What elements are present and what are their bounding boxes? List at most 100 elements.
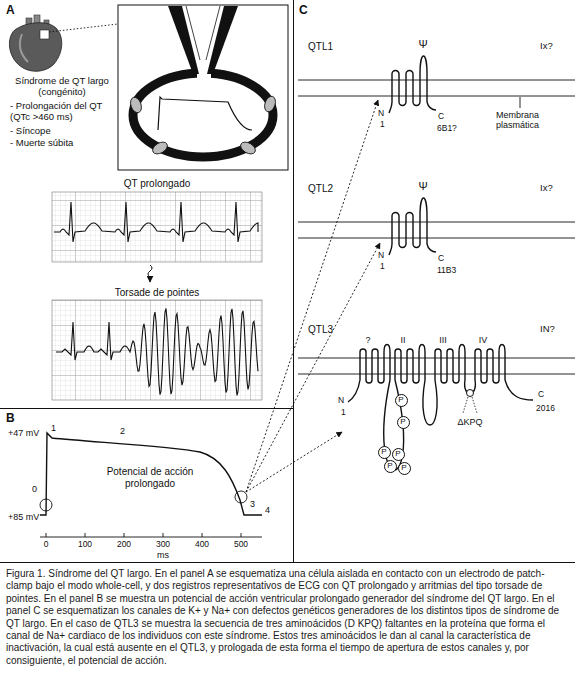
phase-number: 2 — [120, 426, 125, 436]
axis-value: 500 — [234, 540, 248, 550]
drawing-part — [40, 537, 262, 538]
axis-tick — [241, 533, 242, 537]
axis-tick — [46, 533, 47, 537]
transmembrane-segments — [392, 56, 427, 106]
ecg-title: Torsade de pointes — [115, 287, 200, 299]
membrane-line — [298, 80, 575, 81]
terminus-label: C — [438, 112, 444, 122]
gene-label: 11B3 — [437, 266, 456, 276]
drawing-part — [246, 432, 342, 492]
residue-number: 1 — [380, 262, 385, 272]
drawing-part — [263, 95, 278, 113]
drawing-part — [168, 6, 199, 74]
membrane-line — [298, 222, 575, 223]
terminus-label: N — [378, 109, 384, 119]
axis-value: 100 — [78, 540, 92, 550]
drawing-part — [158, 97, 252, 130]
drawing-part — [40, 499, 52, 511]
drawing-part — [239, 140, 258, 157]
phosphorylation-site: P — [395, 394, 408, 407]
drawing-part — [118, 5, 288, 170]
heart-icon — [9, 15, 61, 71]
phosphorylation-site: P — [398, 462, 411, 475]
axis-tick — [202, 533, 203, 537]
pore-symbol: Ψ — [418, 180, 427, 193]
residue-number: 1 — [341, 408, 346, 418]
transmembrane-segments — [475, 345, 505, 384]
drawing-part — [46, 533, 241, 537]
channel-name: QTL1 — [308, 41, 333, 53]
drawing-part — [389, 244, 392, 255]
voltage-label: +47 mV — [8, 428, 39, 438]
current-label: Ix? — [540, 41, 553, 52]
wavy-arrow — [148, 265, 152, 282]
current-label: IN? — [540, 324, 555, 335]
phospho-label: P — [381, 448, 386, 456]
drawing-part — [389, 102, 392, 113]
pore-symbol: Ψ — [418, 38, 427, 51]
symptom-item: - Síncope — [10, 126, 51, 137]
phosphorylation-site: P — [378, 446, 391, 459]
channel-name: QTL3 — [308, 324, 333, 336]
drawing-part — [427, 102, 436, 110]
ecg-traces — [54, 202, 258, 395]
axis-value: 200 — [117, 540, 131, 550]
curve-label: Potencial de acción prolongado — [98, 466, 202, 489]
ecg-grid — [52, 192, 262, 262]
drawing-part — [40, 30, 49, 39]
plasma-membrane — [298, 80, 575, 374]
action-potential — [40, 433, 262, 537]
panel-letter: A — [6, 3, 15, 17]
drawing-part — [129, 96, 144, 114]
leader-line — [520, 97, 521, 108]
panel-frame: CPPPPPP — [293, 0, 575, 563]
symptom-item: - Muerte súbita — [10, 138, 73, 149]
terminus-label: C — [538, 390, 544, 400]
ecg-grid — [52, 300, 262, 400]
membrane-line — [298, 374, 575, 375]
panel-frame: A — [0, 0, 294, 409]
membrane-line — [298, 238, 575, 239]
membrane-line — [298, 96, 575, 97]
transmembrane-segments — [435, 345, 465, 384]
axis-value: 400 — [195, 540, 209, 550]
voltage-label: +85 mV — [8, 512, 39, 522]
terminus-label: C — [438, 254, 444, 264]
panel-letter: B — [6, 411, 15, 425]
axis-value: 300 — [156, 540, 170, 550]
domain-label: IV — [479, 335, 488, 345]
drawing-part — [40, 433, 262, 515]
domain-label: III — [439, 335, 447, 345]
residue-number: 2016 — [536, 404, 555, 414]
axis-tick — [163, 533, 164, 537]
membrane-line — [298, 358, 575, 359]
leader-line — [463, 397, 468, 413]
ecg-title: QT prolongado — [124, 178, 191, 190]
phase-number: 0 — [32, 484, 37, 494]
phospho-label: P — [401, 464, 406, 472]
drawing-part — [348, 380, 360, 402]
phosphorylation-site: P — [392, 448, 405, 461]
drawing-part — [20, 34, 28, 62]
transmembrane-segments — [395, 345, 425, 384]
drawing-part — [207, 6, 238, 74]
leader-line — [49, 24, 118, 32]
drawing-part — [427, 244, 436, 252]
membrane-label: Membrana plasmática — [496, 110, 568, 131]
phospho-label: P — [387, 462, 392, 470]
phospho-label: P — [395, 450, 400, 458]
current-label: Ix? — [540, 183, 553, 194]
transmembrane-segments — [360, 345, 390, 384]
panel-letter: C — [299, 3, 308, 17]
phase-number: 3 — [250, 499, 255, 509]
domain-label: ? — [365, 335, 370, 345]
drawing-part — [246, 243, 380, 492]
symptom-item: - Prolongación del QT (QTc >460 ms) — [10, 101, 116, 123]
axis-tick — [85, 533, 86, 537]
terminus-label: N — [378, 251, 384, 261]
drawing-part — [151, 140, 170, 157]
ecg-trace — [54, 202, 258, 242]
deletion-label: ΔKPQ — [457, 417, 482, 427]
phosphorylation-site: P — [384, 460, 397, 473]
